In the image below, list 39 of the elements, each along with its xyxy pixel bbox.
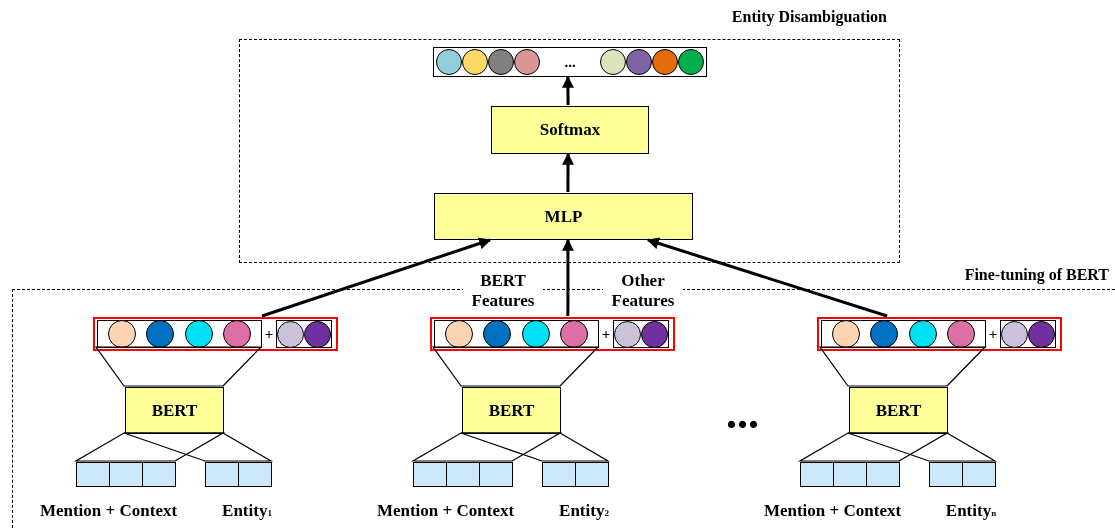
token-cells xyxy=(414,462,513,487)
input-caption: Mention + Context xyxy=(763,501,902,521)
connector-line xyxy=(847,432,998,462)
arrow xyxy=(561,75,574,105)
plus-sign: + xyxy=(987,325,999,343)
connector-line xyxy=(460,432,611,462)
arrow xyxy=(561,238,574,316)
token-cells xyxy=(206,462,272,487)
process-box: MLP xyxy=(434,193,693,240)
token-cells xyxy=(77,462,176,487)
connector-line xyxy=(431,346,600,387)
connector-line xyxy=(123,432,274,462)
feature-vector xyxy=(430,317,675,351)
feature-vector xyxy=(93,317,338,351)
ellipsis: ... xyxy=(563,53,577,71)
output-vector xyxy=(433,47,707,77)
ellipsis: ... xyxy=(726,392,759,436)
group-title: Fine-tuning of BERT xyxy=(962,266,1111,284)
token-cells xyxy=(543,462,609,487)
process-box: BERT xyxy=(125,387,224,434)
process-box: Softmax xyxy=(491,106,649,154)
input-caption: Mention + Context xyxy=(376,501,515,521)
arrow xyxy=(646,237,888,318)
connector-line xyxy=(818,346,987,387)
input-caption: Mention + Context xyxy=(39,501,178,521)
process-box: BERT xyxy=(849,387,948,434)
connector-line xyxy=(410,432,563,462)
connector-line xyxy=(797,432,950,462)
group-title: Entity Disambiguation xyxy=(729,8,889,26)
plus-sign: + xyxy=(263,325,275,343)
feature-vector xyxy=(817,317,1062,351)
arrow xyxy=(562,152,574,192)
process-box: BERT xyxy=(462,387,561,434)
connector-line xyxy=(94,346,263,387)
token-cells xyxy=(930,462,996,487)
plus-sign: + xyxy=(600,325,612,343)
arrow xyxy=(261,237,492,318)
connector-line xyxy=(73,432,226,462)
token-cells xyxy=(801,462,900,487)
